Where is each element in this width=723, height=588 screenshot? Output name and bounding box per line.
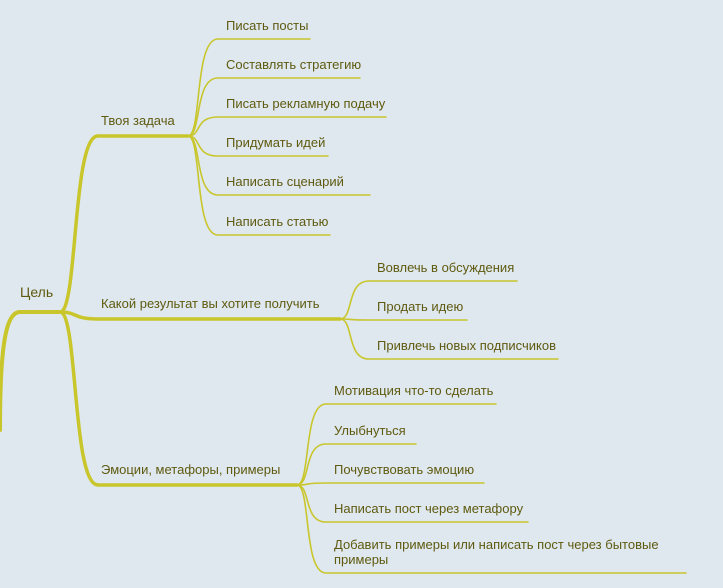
connector-line bbox=[296, 482, 485, 486]
connector-line bbox=[58, 310, 299, 487]
connector-line bbox=[187, 77, 361, 137]
leaf-node-label[interactable]: Составлять стратегию bbox=[226, 57, 362, 72]
leaf-node-label[interactable]: Писать посты bbox=[226, 18, 309, 33]
connector-line bbox=[296, 443, 417, 486]
leaf-node-label[interactable]: Написать статью bbox=[226, 214, 329, 229]
branch-node-label[interactable]: Какой результат вы хотите получить bbox=[101, 296, 320, 311]
connector-line bbox=[187, 116, 387, 137]
connector-line bbox=[58, 310, 342, 321]
connector-line bbox=[339, 318, 468, 321]
branch-node-label[interactable]: Эмоции, метафоры, примеры bbox=[101, 462, 281, 477]
connector-line bbox=[296, 403, 497, 486]
connector-line bbox=[296, 484, 687, 574]
connector-line bbox=[296, 484, 529, 523]
branch-node-label[interactable]: Твоя задача bbox=[101, 113, 175, 128]
leaf-node-label[interactable]: Написать сценарий bbox=[226, 174, 344, 189]
leaf-node-label[interactable]: Вовлечь в обсуждения bbox=[377, 260, 515, 275]
leaf-node-label[interactable]: Добавить примеры или написать пост через… bbox=[334, 537, 659, 567]
leaf-node-label[interactable]: Написать пост через метафору bbox=[334, 501, 524, 516]
leaf-node-label[interactable]: Придумать идей bbox=[226, 135, 326, 150]
leaf-node-label[interactable]: Привлечь новых подписчиков bbox=[377, 338, 556, 353]
leaf-node-label[interactable]: Мотивация что-то сделать bbox=[334, 383, 494, 398]
leaf-node-label[interactable]: Улыбнуться bbox=[334, 423, 406, 438]
connector-line bbox=[187, 135, 331, 236]
connector-line bbox=[187, 38, 311, 137]
connector-line bbox=[339, 318, 559, 360]
leaf-node-label[interactable]: Продать идею bbox=[377, 299, 464, 314]
connector-line bbox=[0, 310, 62, 432]
connector-line bbox=[58, 134, 190, 314]
leaf-node-label[interactable]: Писать рекламную подачу bbox=[226, 96, 386, 111]
connector-line bbox=[339, 280, 518, 320]
leaf-node-label[interactable]: Почувствовать эмоцию bbox=[334, 462, 475, 477]
root-node-label[interactable]: Цель bbox=[20, 284, 54, 300]
